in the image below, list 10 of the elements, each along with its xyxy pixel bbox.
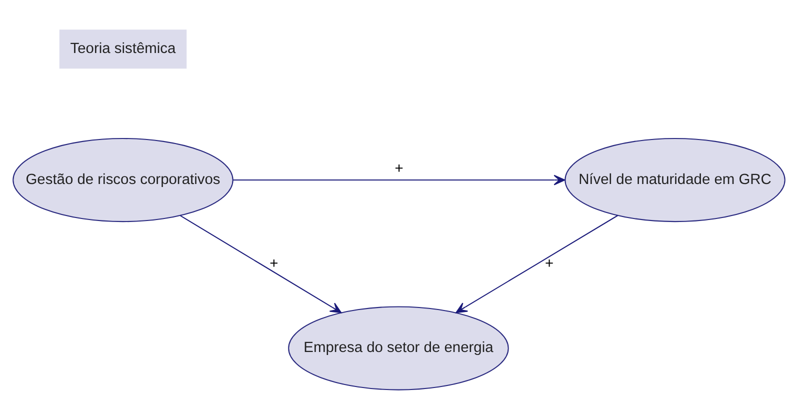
edge-label: + [545,256,554,272]
arrow [180,214,342,313]
arrow [233,174,566,185]
node-ellipse: Empresa do setor de energia [288,306,509,390]
node-box: Teoria sistêmica [59,29,187,68]
edge-label: + [394,160,404,176]
node-ellipse: Gestão de riscos corporativos [12,137,234,222]
arrow [456,214,618,313]
node-ellipse: Nível de maturidade em GRC [564,137,786,222]
edge-label: + [270,256,278,272]
